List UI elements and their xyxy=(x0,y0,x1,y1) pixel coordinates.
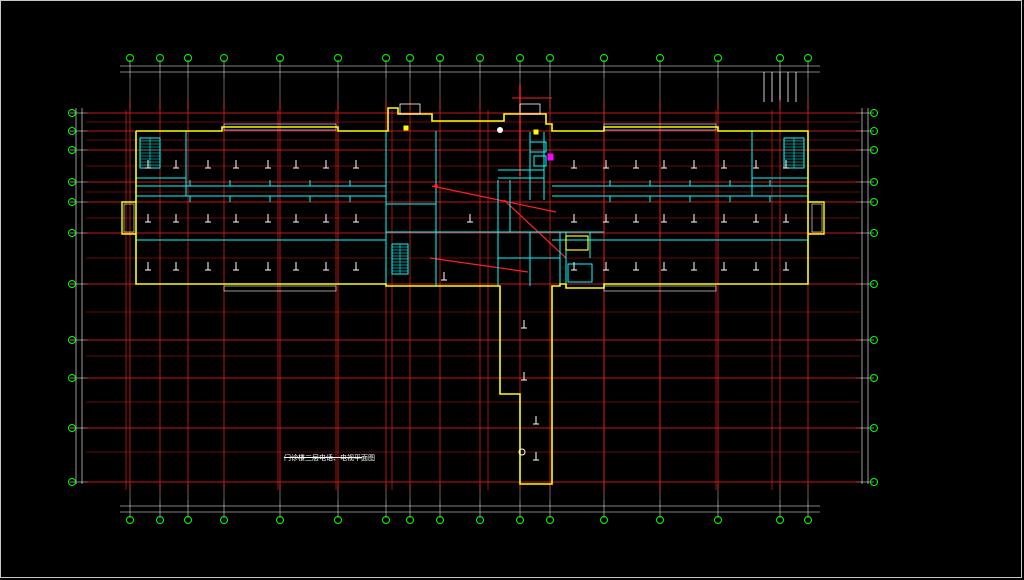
axis-bubble xyxy=(126,516,134,524)
accent-marker xyxy=(403,125,409,131)
axis-bubble xyxy=(870,178,878,186)
junction-point xyxy=(518,448,526,456)
axis-bubble xyxy=(126,54,134,62)
axis-bubble xyxy=(184,516,192,524)
axis-bubble xyxy=(68,374,76,382)
window-band xyxy=(811,203,823,233)
axis-bubble xyxy=(656,516,664,524)
axis-bubble xyxy=(68,127,76,135)
roof-hatch xyxy=(399,103,421,115)
axis-bubble xyxy=(436,516,444,524)
axis-bubble xyxy=(870,478,878,486)
axis-bubble xyxy=(870,280,878,288)
stairwells xyxy=(123,103,823,292)
drawing-title-block: 门诊楼三层电话、电视平面图 xyxy=(284,445,375,462)
axis-bubble xyxy=(220,54,228,62)
wing-bay-left xyxy=(121,201,136,235)
axis-bubble xyxy=(156,516,164,524)
drawing-title: 门诊楼三层电话、电视平面图 xyxy=(284,454,375,462)
axis-bubble xyxy=(334,516,342,524)
building-outline xyxy=(135,107,809,485)
telecom-wiring xyxy=(86,84,860,490)
axis-bubble xyxy=(516,54,524,62)
axis-bubble xyxy=(436,54,444,62)
wiring-feeder xyxy=(431,185,557,213)
axis-bubble xyxy=(334,54,342,62)
axis-bubble xyxy=(776,54,784,62)
equipment-room xyxy=(567,263,593,283)
axis-bubble xyxy=(600,54,608,62)
axis-bubble xyxy=(656,54,664,62)
axis-bubble xyxy=(516,516,524,524)
axis-bubble xyxy=(870,229,878,237)
axis-bubble xyxy=(776,516,784,524)
wiring-feeder xyxy=(429,257,529,273)
axis-bubble xyxy=(382,54,390,62)
axis-bubble xyxy=(600,516,608,524)
axis-bubble xyxy=(382,516,390,524)
axis-bubble xyxy=(184,54,192,62)
axis-bubbles xyxy=(68,54,878,524)
axis-bubble xyxy=(804,516,812,524)
axis-bubble xyxy=(546,54,554,62)
axis-bubble xyxy=(276,54,284,62)
axis-bubble xyxy=(870,198,878,206)
axis-bubble xyxy=(870,109,878,117)
axis-bubble xyxy=(156,54,164,62)
exterior-walls xyxy=(121,107,825,485)
axis-bubble xyxy=(870,146,878,154)
axis-bubble xyxy=(406,54,414,62)
window-band xyxy=(123,203,135,233)
axis-bubble xyxy=(68,336,76,344)
axis-bubble xyxy=(804,54,812,62)
axis-bubble xyxy=(68,198,76,206)
outlet-symbols xyxy=(145,125,789,461)
junction-point xyxy=(434,184,438,188)
wing-bay-right xyxy=(808,201,825,235)
roof-hatch xyxy=(519,103,541,115)
axis-bubble xyxy=(714,54,722,62)
axis-grid xyxy=(129,78,809,500)
axis-bubble xyxy=(870,374,878,382)
window-band xyxy=(603,123,717,131)
axis-bubble xyxy=(870,336,878,344)
axis-bubble xyxy=(406,516,414,524)
axis-bubble xyxy=(220,516,228,524)
axis-bubble xyxy=(68,109,76,117)
window-band xyxy=(603,285,717,292)
window-band xyxy=(223,285,337,292)
axis-bubble xyxy=(68,280,76,288)
dimension-lines xyxy=(70,60,874,518)
axis-bubble xyxy=(714,516,722,524)
axis-bubble xyxy=(476,516,484,524)
axis-bubble xyxy=(68,146,76,154)
shaft-box xyxy=(533,155,547,167)
axis-bubble xyxy=(68,424,76,432)
junction-point xyxy=(497,127,503,133)
axis-bubble xyxy=(68,178,76,186)
shaft-box xyxy=(529,141,547,153)
accent-marker xyxy=(533,129,539,135)
accent-marker xyxy=(547,153,554,161)
electrical-cabinet xyxy=(565,235,589,251)
axis-bubble xyxy=(68,229,76,237)
interior-partitions xyxy=(136,131,808,286)
wiring-feeder xyxy=(503,199,567,259)
axis-bubble xyxy=(870,127,878,135)
axis-bubble xyxy=(870,424,878,432)
axis-bubble xyxy=(546,516,554,524)
axis-bubble xyxy=(276,516,284,524)
axis-bubble xyxy=(476,54,484,62)
axis-bubble xyxy=(68,478,76,486)
window-band xyxy=(223,123,337,131)
